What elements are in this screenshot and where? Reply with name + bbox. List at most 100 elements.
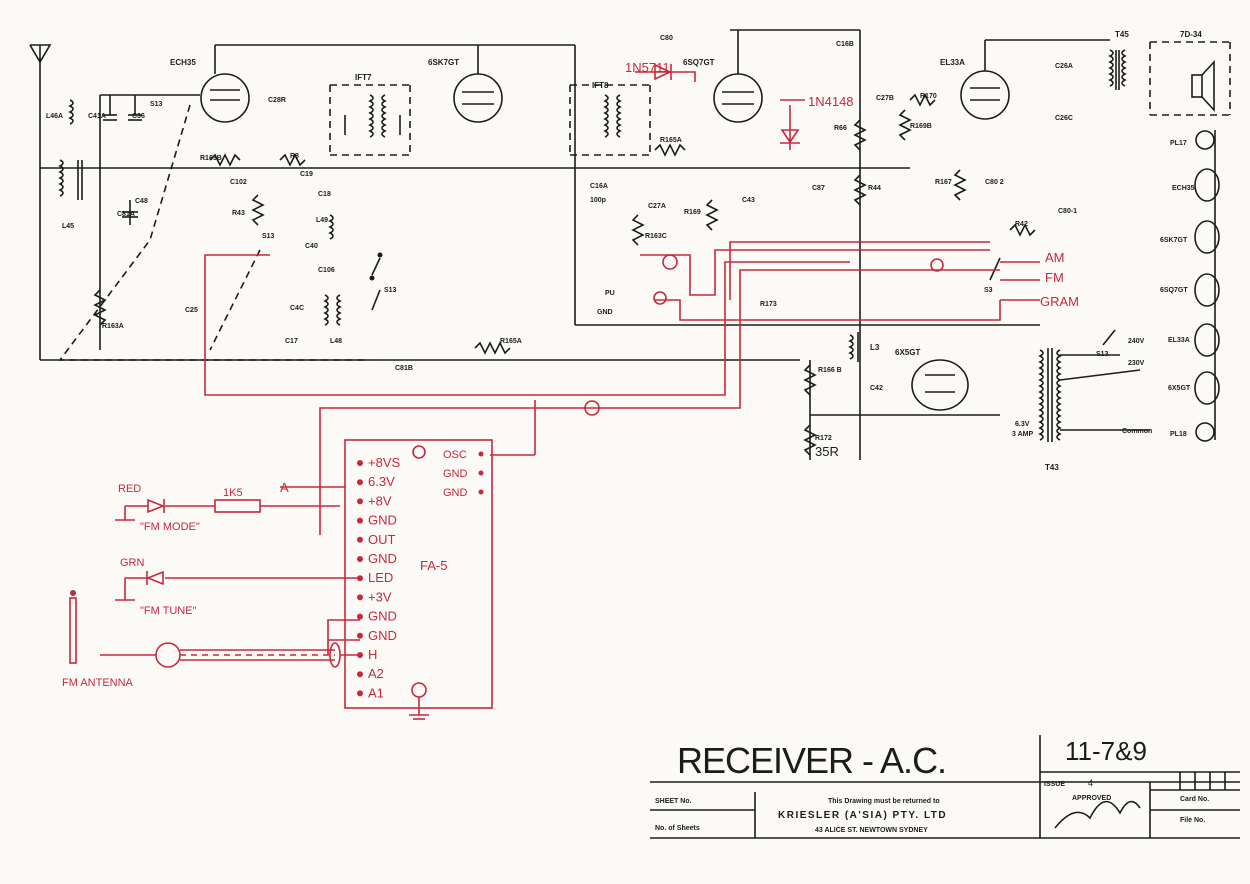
label-l45: L45	[62, 223, 74, 230]
label-heater-ech35: ECH35	[1172, 185, 1195, 192]
original-schematic	[29, 29, 1231, 460]
label-common: Common	[1122, 428, 1152, 435]
label-c40: C40	[305, 243, 318, 250]
label-a-marker: A	[280, 480, 289, 495]
label-c81a: C81A	[117, 211, 135, 218]
label-el33a: EL33A	[940, 58, 965, 67]
osc-coil-l49	[323, 214, 342, 326]
fa5-pin-dot	[357, 632, 363, 639]
label-s13c: S13	[384, 287, 397, 294]
label-pl18: PL18	[1170, 431, 1187, 438]
ift8-coils	[603, 94, 622, 138]
label-heater-6x5: 6X5GT	[1168, 385, 1191, 392]
file-no-label: File No.	[1180, 817, 1205, 824]
card-no-label: Card No.	[1180, 796, 1209, 803]
label-1k5: 1K5	[223, 487, 243, 499]
label-t43: T43	[1045, 463, 1059, 472]
label-c41a: C41A	[88, 113, 106, 120]
label-c16b: C16B	[836, 41, 854, 48]
fa5-pin-label: H	[368, 647, 377, 662]
label-6x5gt: 6X5GT	[895, 348, 920, 357]
fa5-pin-label-right: OSC	[443, 449, 467, 461]
fa5-pin-dot	[357, 498, 363, 505]
fa5-pin-dot	[357, 671, 363, 678]
fa5-pin-label: LED	[368, 570, 393, 585]
fa5-pin-dot	[357, 690, 363, 697]
fa5-pin-label: A1	[368, 685, 384, 700]
fa5-pin-label: +8V	[368, 493, 392, 508]
diode-1n5711	[654, 63, 672, 81]
label-c80: C80	[660, 35, 673, 42]
fa5-pin-label: 6.3V	[368, 474, 395, 489]
label-6sk7gt: 6SK7GT	[428, 58, 459, 67]
fa5-pin-dot	[357, 460, 363, 466]
label-c26c: C26C	[1055, 115, 1073, 122]
label-pl17: PL17	[1170, 140, 1187, 147]
choke-l3	[848, 332, 859, 362]
component-labels: ECH35 6SK7GT 6SQ7GT EL33A 6X5GT IFT7 IFT…	[46, 30, 1202, 472]
fm-mode-led-circuit	[115, 486, 345, 521]
label-l3: L3	[870, 343, 880, 352]
fa5-pin-dot-right	[478, 451, 484, 457]
speaker-symbol	[1191, 59, 1215, 113]
heater-chain	[1194, 130, 1220, 442]
fa5-pin-label: GND	[368, 609, 397, 624]
label-c27b: C27B	[876, 95, 894, 102]
label-r163c: R163C	[645, 233, 667, 240]
label-s3: S3	[984, 287, 993, 294]
label-r169: R169	[684, 209, 701, 216]
company-address: 43 ALICE ST. NEWTOWN SYDNEY	[815, 827, 928, 834]
label-ech35: ECH35	[170, 58, 196, 67]
label-r172: R172	[815, 435, 832, 442]
fm-tune-led-circuit	[115, 570, 360, 601]
label-r169b: R169B	[910, 123, 932, 130]
label-c80-1: C80-1	[1058, 208, 1077, 215]
label-pu: PU	[605, 290, 615, 297]
return-note: This Drawing must be returned to	[828, 798, 940, 805]
issue-number: 4	[1088, 778, 1093, 788]
power-transformer-t43	[1038, 348, 1150, 442]
label-fm-antenna: FM ANTENNA	[62, 677, 134, 689]
fa5-pin-label-right: GND	[443, 487, 468, 499]
sheet-no-label: SHEET No.	[655, 798, 692, 805]
label-r173: R173	[760, 301, 777, 308]
approved-label: APPROVED	[1072, 795, 1111, 802]
label-r66: R66	[834, 125, 847, 132]
tube-6sq7gt	[713, 30, 763, 123]
label-c26a: C26A	[1055, 63, 1073, 70]
label-3amp: 3 AMP	[1012, 431, 1033, 438]
tube-el33a	[960, 40, 1010, 120]
label-grn-led: GRN	[120, 557, 145, 569]
label-c4c: C4C	[290, 305, 304, 312]
title-block	[650, 735, 1240, 839]
fm-antenna-circuit	[69, 590, 360, 668]
label-s13b: S13	[262, 233, 275, 240]
label-r165a: R165A	[500, 338, 522, 345]
fa5-pin-label-right: GND	[443, 468, 468, 480]
fa5-pin-dot-right	[478, 489, 484, 495]
drawing-number: 11-7&9	[1065, 736, 1147, 766]
diode-1n4148	[780, 129, 800, 144]
coil-l46a	[58, 99, 83, 200]
label-r42: R42	[1015, 221, 1028, 228]
fa5-pin-dot	[357, 594, 363, 601]
tube-ech35	[200, 45, 250, 123]
label-l46a: L46A	[46, 113, 63, 120]
tube-6x5gt	[911, 359, 969, 411]
fa5-pin-label: GND	[368, 513, 397, 528]
drawing-title: RECEIVER - A.C.	[677, 740, 946, 781]
label-gram: GRAM	[1040, 294, 1079, 309]
label-fm-tune: "FM TUNE"	[140, 605, 197, 617]
label-1n5711: 1N5711	[625, 60, 670, 75]
label-35r: 35R	[815, 444, 839, 459]
label-ift7: IFT7	[355, 73, 372, 82]
label-r166b: R166 B	[818, 367, 842, 374]
label-c81b: C81B	[395, 365, 413, 372]
label-230v: 230V	[1128, 360, 1145, 367]
fa5-pin-label: +8VS	[368, 455, 400, 470]
company-name: KRIESLER (A'SIA) PTY. LTD	[778, 810, 947, 821]
label-c17: C17	[285, 338, 298, 345]
label-ift8: IFT8	[592, 81, 609, 90]
label-red-led: RED	[118, 483, 141, 495]
